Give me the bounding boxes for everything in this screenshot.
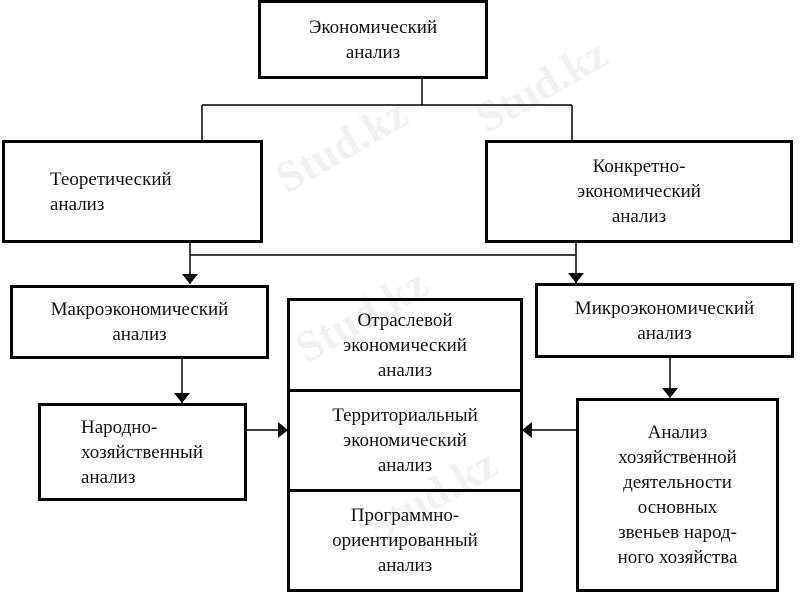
box-program-oriented-analysis: Программно- ориентированный анализ bbox=[287, 489, 523, 592]
box-concrete-economic-analysis: Конкретно- экономический анализ bbox=[485, 140, 793, 243]
box-label: Отраслевой экономический анализ bbox=[343, 309, 467, 381]
box-label: Микроэкономический анализ bbox=[574, 297, 755, 344]
box-label: Макроэкономический анализ bbox=[50, 299, 229, 345]
box-label: Народно- хозяйственный анализ bbox=[81, 416, 203, 488]
box-label: Анализ хозяйственной деятельности основн… bbox=[617, 422, 738, 568]
box-territorial-analysis: Территориальный экономический анализ bbox=[287, 389, 523, 492]
box-label: Теоретический анализ bbox=[50, 168, 172, 215]
box-economic-activity-analysis: Анализ хозяйственной деятельности основн… bbox=[576, 398, 779, 592]
box-economic-analysis: Экономический анализ bbox=[258, 0, 488, 79]
box-sectoral-analysis: Отраслевой экономический анализ bbox=[287, 298, 523, 392]
box-microeconomic-analysis: Микроэкономический анализ bbox=[535, 283, 794, 358]
box-label: Экономический анализ bbox=[308, 16, 438, 63]
box-macroeconomic-analysis: Макроэкономический анализ bbox=[10, 285, 269, 359]
box-label: Конкретно- экономический анализ bbox=[577, 156, 701, 227]
box-theoretical-analysis: Теоретический анализ bbox=[2, 140, 263, 243]
box-label: Программно- ориентированный анализ bbox=[332, 505, 478, 576]
box-label: Территориальный экономический анализ bbox=[332, 405, 478, 476]
box-national-economic-analysis: Народно- хозяйственный анализ bbox=[38, 403, 247, 501]
